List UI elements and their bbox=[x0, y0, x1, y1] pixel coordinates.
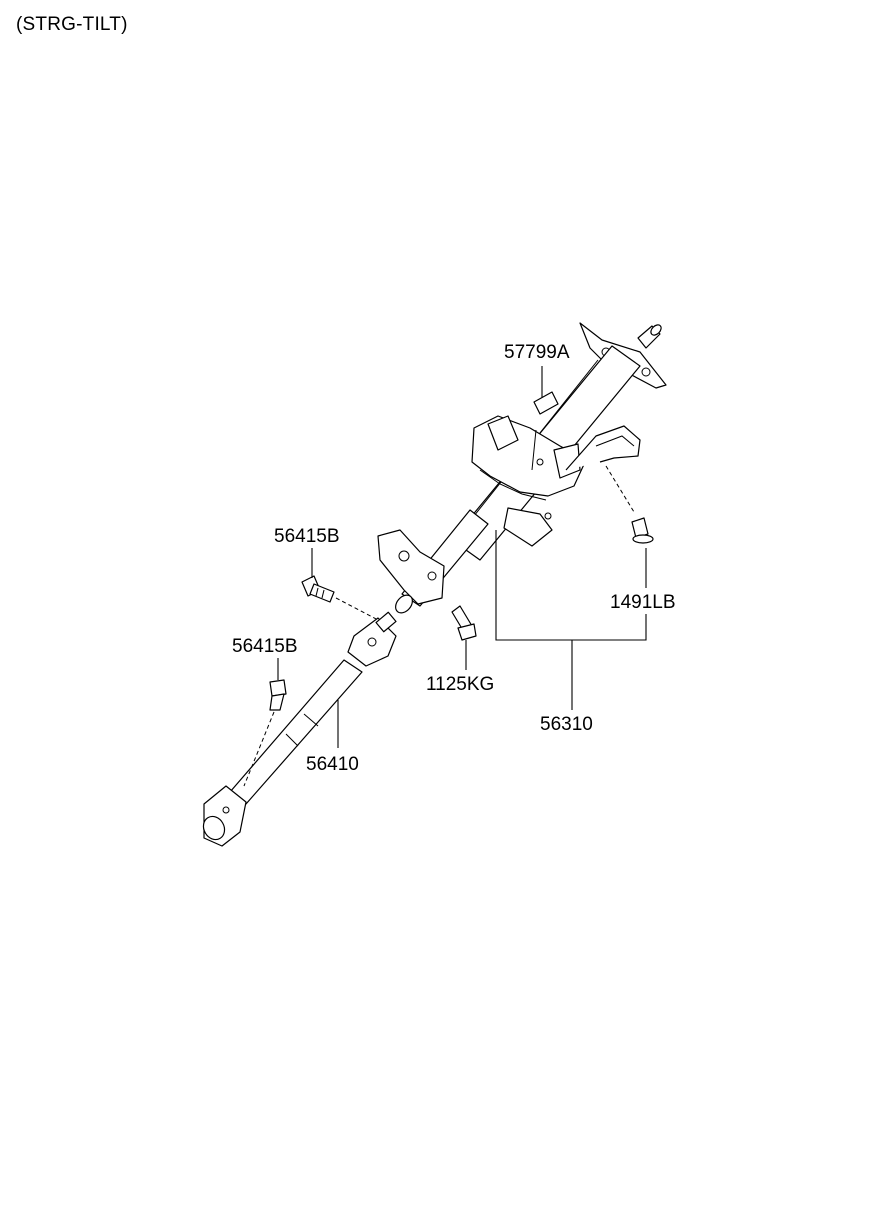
bolt-56415B-lower bbox=[243, 679, 287, 787]
pin-1491LB bbox=[631, 517, 654, 544]
bolt-1125KG bbox=[451, 605, 477, 641]
label-56310: 56310 bbox=[540, 714, 593, 735]
leader-lines bbox=[277, 366, 647, 748]
bolt-56415B-upper bbox=[301, 575, 379, 621]
label-1125KG: 1125KG bbox=[426, 674, 494, 695]
label-56415B-upper: 56415B bbox=[274, 526, 340, 547]
steering-column-assembly bbox=[377, 322, 667, 614]
label-56415B-lower: 56415B bbox=[232, 636, 298, 657]
label-1491LB: 1491LB bbox=[610, 592, 676, 613]
label-56410: 56410 bbox=[306, 754, 359, 775]
label-57799A: 57799A bbox=[504, 342, 570, 363]
diagram-title: (STRG-TILT) bbox=[16, 14, 128, 35]
intermediate-shaft bbox=[202, 611, 397, 847]
